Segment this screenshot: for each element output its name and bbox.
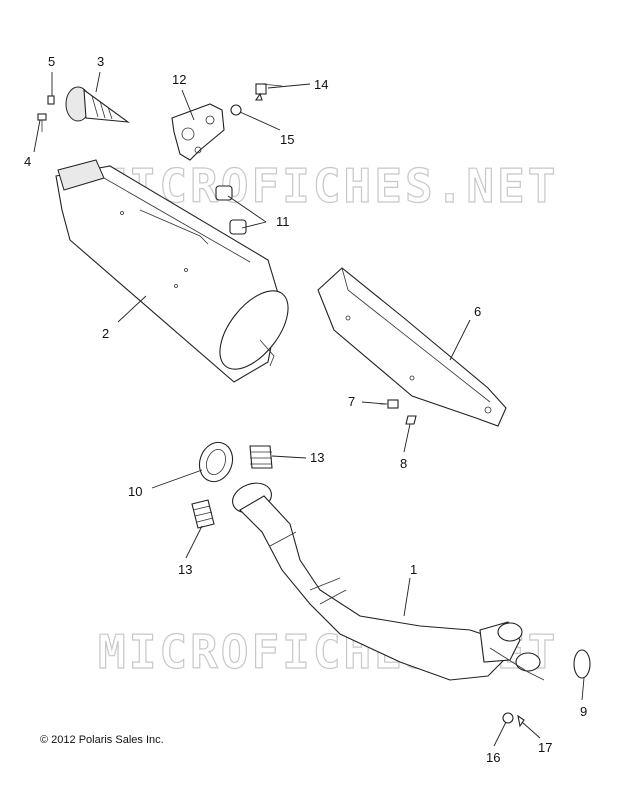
callout-6: 6 <box>474 304 481 319</box>
leader-lines <box>33 71 585 747</box>
callout-10: 10 <box>128 484 142 499</box>
grommet-part-a[interactable] <box>215 185 233 201</box>
grommet-part-b[interactable] <box>229 219 247 235</box>
exhaust-gasket-part[interactable] <box>573 649 591 679</box>
callout-9: 9 <box>580 704 587 719</box>
callout-16: 16 <box>486 750 500 765</box>
spring-part-a[interactable] <box>249 445 273 469</box>
washer-part[interactable] <box>405 415 417 425</box>
callout-12: 12 <box>172 72 186 87</box>
muffler-part[interactable] <box>55 159 301 383</box>
flange-washer-part[interactable] <box>517 714 525 728</box>
callout-7: 7 <box>348 394 355 409</box>
mount-bracket-part[interactable] <box>171 103 225 161</box>
spark-arrestor-part[interactable] <box>65 86 130 123</box>
flange-nut-part[interactable] <box>502 712 514 724</box>
callout-11: 11 <box>276 214 290 229</box>
callout-3: 3 <box>97 54 104 69</box>
screw-part[interactable] <box>37 113 47 132</box>
callout-5: 5 <box>48 54 55 69</box>
spring-part-b[interactable] <box>191 499 215 529</box>
callout-14: 14 <box>314 77 328 92</box>
callouts: 5 3 4 12 14 15 11 2 6 7 8 13 10 13 1 9 1… <box>24 54 587 765</box>
callout-8: 8 <box>400 456 407 471</box>
callout-17: 17 <box>538 740 552 755</box>
head-pipe-part[interactable] <box>228 478 545 681</box>
callout-15: 15 <box>280 132 294 147</box>
heat-shield-part[interactable] <box>317 267 507 427</box>
callout-13-a: 13 <box>310 450 324 465</box>
copyright-text: © 2012 Polaris Sales Inc. <box>40 734 164 746</box>
bolt-part[interactable] <box>254 83 283 101</box>
callout-13-b: 13 <box>178 562 192 577</box>
clip-part[interactable] <box>47 95 55 105</box>
gasket-ring-part[interactable] <box>194 438 238 487</box>
callout-2: 2 <box>102 326 109 341</box>
nut-part[interactable] <box>230 104 242 116</box>
callout-4: 4 <box>24 154 31 169</box>
callout-1: 1 <box>410 562 417 577</box>
